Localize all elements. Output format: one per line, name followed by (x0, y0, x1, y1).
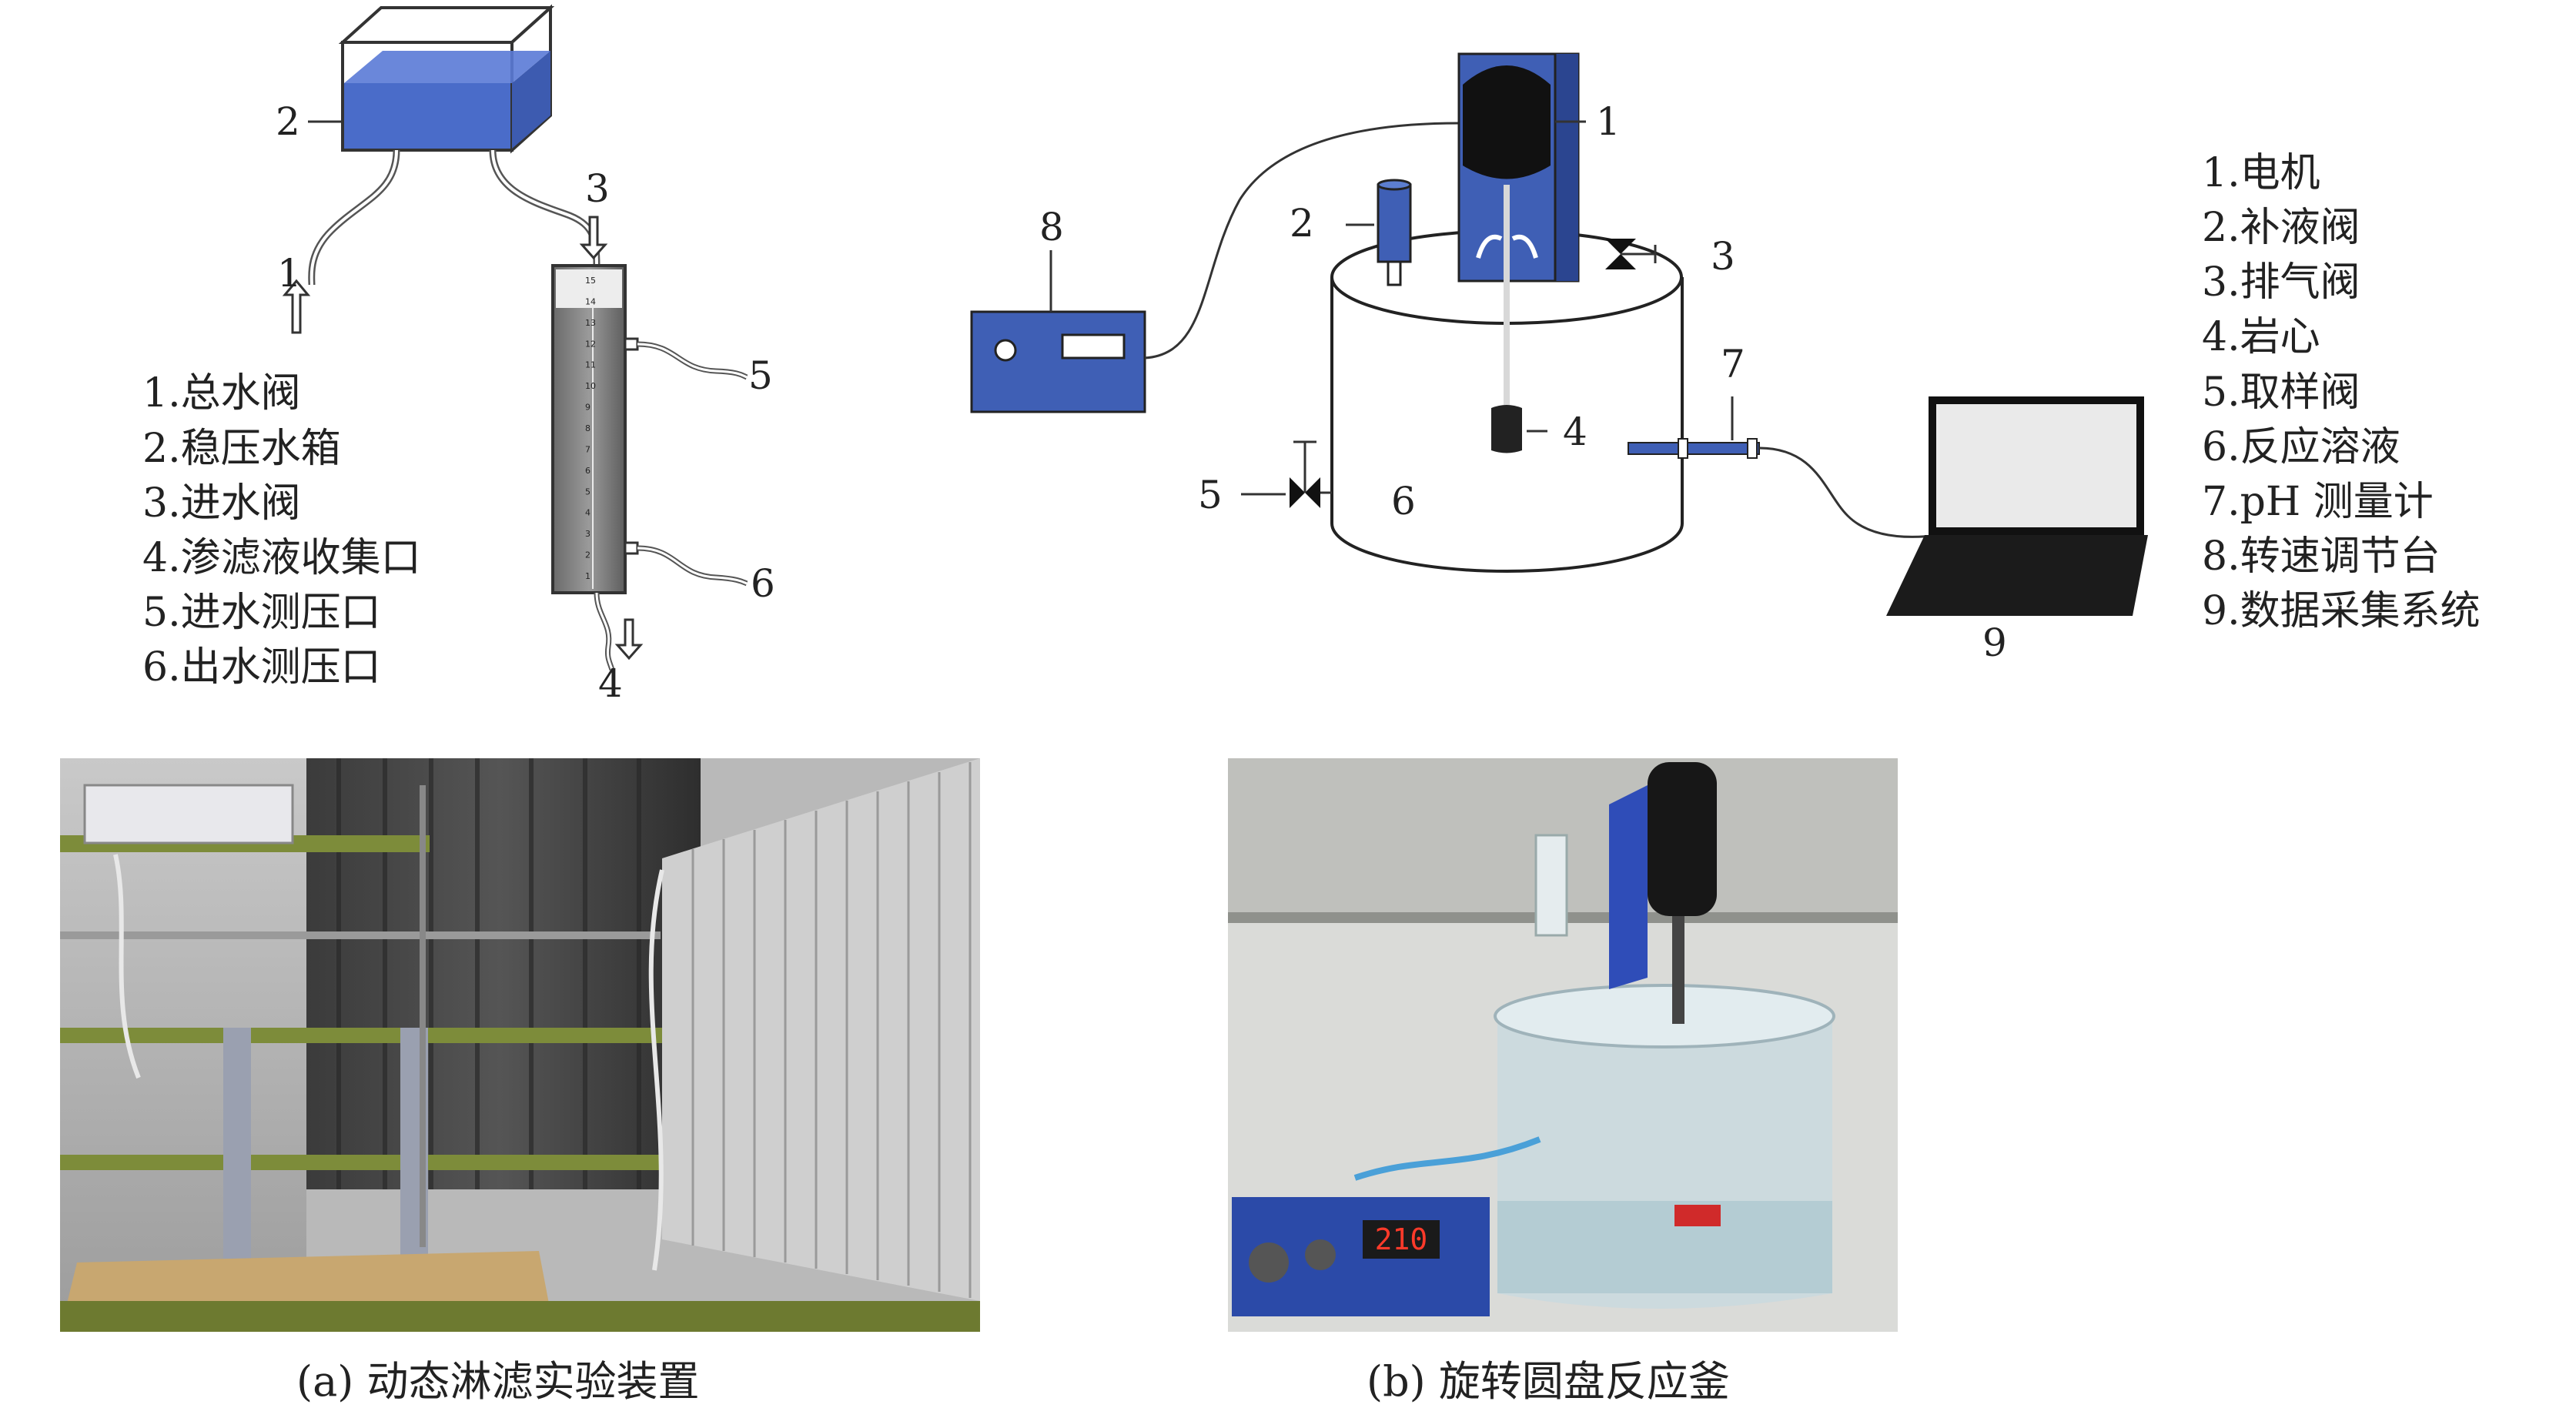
scale-tick-label: 6 (585, 466, 590, 476)
scale-tick-label: 14 (585, 296, 596, 306)
legend-a-item: 3.进水阀 (142, 480, 301, 527)
callout-5: 5 (748, 353, 773, 398)
scale-tick-label: 13 (585, 318, 596, 328)
callout-b-2: 2 (1290, 201, 1314, 246)
scale-tick-label: 12 (585, 339, 596, 349)
column-scale: 15 14 13 12 11 10 9 8 7 6 5 4 3 2 1 (585, 276, 596, 581)
callout-b-3: 3 (1711, 234, 1735, 279)
scale-tick-label: 15 (585, 276, 596, 286)
callout-b-6: 6 (1391, 479, 1416, 523)
legend-a: 1.总水阀 2.稳压水箱 3.进水阀 4.渗滤液收集口 5.进水测压口 6.出水… (142, 370, 421, 691)
knob-icon (1249, 1242, 1289, 1283)
legend-b-item: 2.补液阀 (2202, 205, 2360, 251)
callout-1: 1 (277, 251, 302, 296)
legend-a-item: 5.进水测压口 (142, 590, 381, 636)
legend-a-item: 6.出水测压口 (142, 644, 381, 691)
motor-icon (1463, 65, 1551, 179)
callout-b-7: 7 (1721, 342, 1745, 386)
scale-tick-label: 4 (585, 508, 590, 518)
callout-2: 2 (276, 99, 300, 144)
scale-tick-label: 1 (585, 571, 590, 581)
scale-tick-label: 7 (585, 444, 590, 454)
callout-b-1: 1 (1596, 99, 1621, 144)
sampling-valve-icon (1290, 440, 1332, 508)
photo-leaching-apparatus (60, 758, 980, 1332)
legend-a-item: 4.渗滤液收集口 (142, 535, 421, 581)
fill-valve (1377, 179, 1412, 286)
caption-b: (b) 旋转圆盘反应釜 (1367, 1357, 1730, 1406)
legend-b-item: 6.反应溶液 (2202, 424, 2400, 470)
legend-b-item: 1.电机 (2202, 150, 2320, 196)
legend-b-item: 5.取样阀 (2202, 370, 2360, 416)
panel-a-schematic: 15 14 13 12 11 10 9 8 7 6 5 4 3 2 1 1 2 3 4 5 6 1.总水阀 … (142, 4, 775, 706)
legend-b-item: 7.pH 测量计 (2202, 479, 2434, 525)
outlet-pressure-port (624, 541, 639, 555)
callout-6: 6 (751, 561, 775, 606)
filtration-column (551, 264, 627, 594)
speed-controller (970, 310, 1146, 413)
inlet-pipe (308, 149, 400, 286)
inlet-pressure-port (624, 337, 639, 351)
scale-tick-label: 9 (585, 403, 590, 413)
controller-readout: 210 (1375, 1222, 1428, 1256)
arrow-down-icon (614, 618, 644, 661)
panel-b-schematic: 1 2 3 4 5 6 7 8 9 1.电机 2.补液阀 3.排气阀 4.岩心 … (970, 52, 2481, 665)
legend-b-item: 3.排气阀 (2202, 259, 2360, 306)
legend-b: 1.电机 2.补液阀 3.排气阀 4.岩心 5.取样阀 6.反应溶液 7.pH … (2202, 150, 2481, 634)
knob-icon (1305, 1239, 1336, 1270)
scale-tick-label: 3 (585, 529, 590, 539)
arrow-up-icon (282, 279, 311, 334)
pressure-tank (338, 4, 555, 154)
scale-tick-label: 11 (585, 360, 596, 370)
callout-b-5: 5 (1198, 473, 1223, 517)
arrow-down-icon (579, 216, 608, 260)
callout-b-8: 8 (1039, 205, 1064, 249)
display-icon (1061, 333, 1126, 360)
knob-icon (994, 339, 1017, 362)
callout-b-4: 4 (1563, 410, 1587, 454)
legend-b-item: 9.数据采集系统 (2202, 588, 2481, 634)
callout-3: 3 (585, 166, 610, 211)
photo-rotating-disk-reactor: 210 (1228, 758, 1898, 1332)
legend-b-item: 4.岩心 (2202, 314, 2320, 360)
ph-meter (1628, 438, 1760, 459)
laptop-icon (1886, 396, 2148, 616)
caption-a: (a) 动态淋滤实验装置 (296, 1357, 700, 1406)
rock-core (1491, 405, 1522, 453)
callout-4: 4 (598, 661, 623, 706)
motor-assembly (1457, 52, 1580, 408)
scale-tick-label: 10 (585, 381, 596, 391)
legend-a-item: 1.总水阀 (142, 370, 301, 416)
scale-tick-label: 2 (585, 550, 590, 560)
controller-display (1363, 1220, 1440, 1259)
legend-b-item: 8.转速调节台 (2202, 533, 2441, 580)
callout-b-9: 9 (1982, 620, 2007, 665)
scale-tick-label: 8 (585, 423, 590, 433)
scale-tick-label: 5 (585, 487, 590, 497)
exhaust-valve-icon (1605, 239, 1657, 269)
legend-a-item: 2.稳压水箱 (142, 426, 341, 472)
